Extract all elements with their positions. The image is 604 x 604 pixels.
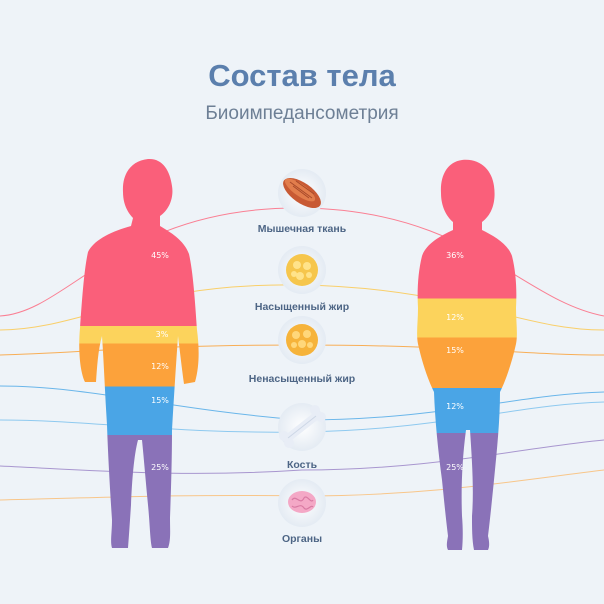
saturated-fat-icon — [278, 246, 326, 294]
male-percent-saturated-fat: 3% — [156, 330, 169, 339]
female-percent-unsaturated-fat: 15% — [446, 346, 464, 355]
bone-icon — [278, 403, 326, 451]
page-title: Состав тела — [208, 58, 396, 93]
female-percent-labels: 36% 12% 15% 12% 25% — [446, 251, 464, 472]
label-unsaturated-fat: Ненасыщенный жир — [249, 373, 355, 385]
male-percent-muscle: 45% — [151, 251, 169, 260]
connector-organs-1 — [0, 439, 604, 474]
female-percent-saturated-fat: 12% — [446, 313, 464, 322]
label-bone: Кость — [287, 459, 318, 471]
organs-icon — [278, 479, 326, 527]
label-muscle: Мышечная ткань — [258, 223, 347, 235]
male-percent-unsaturated-fat: 12% — [151, 362, 169, 371]
female-percent-organs: 25% — [446, 463, 464, 472]
male-silhouette — [79, 158, 199, 549]
unsaturated-fat-icon — [278, 316, 326, 364]
muscle-icon — [278, 169, 326, 217]
male-percent-labels: 45% 3% 12% 15% 25% — [151, 251, 169, 472]
male-percent-organs: 25% — [151, 463, 169, 472]
label-saturated-fat: Насыщенный жир — [255, 301, 349, 313]
female-silhouette — [417, 159, 517, 550]
category-labels: Мышечная ткань Насыщенный жир Ненасыщенн… — [249, 223, 355, 545]
page-subtitle: Биоимпедансометрия — [205, 103, 399, 124]
category-icons — [278, 169, 326, 527]
female-percent-bone: 12% — [446, 402, 464, 411]
female-percent-muscle: 36% — [446, 251, 464, 260]
label-organs: Органы — [282, 533, 322, 545]
male-percent-bone: 15% — [151, 396, 169, 405]
